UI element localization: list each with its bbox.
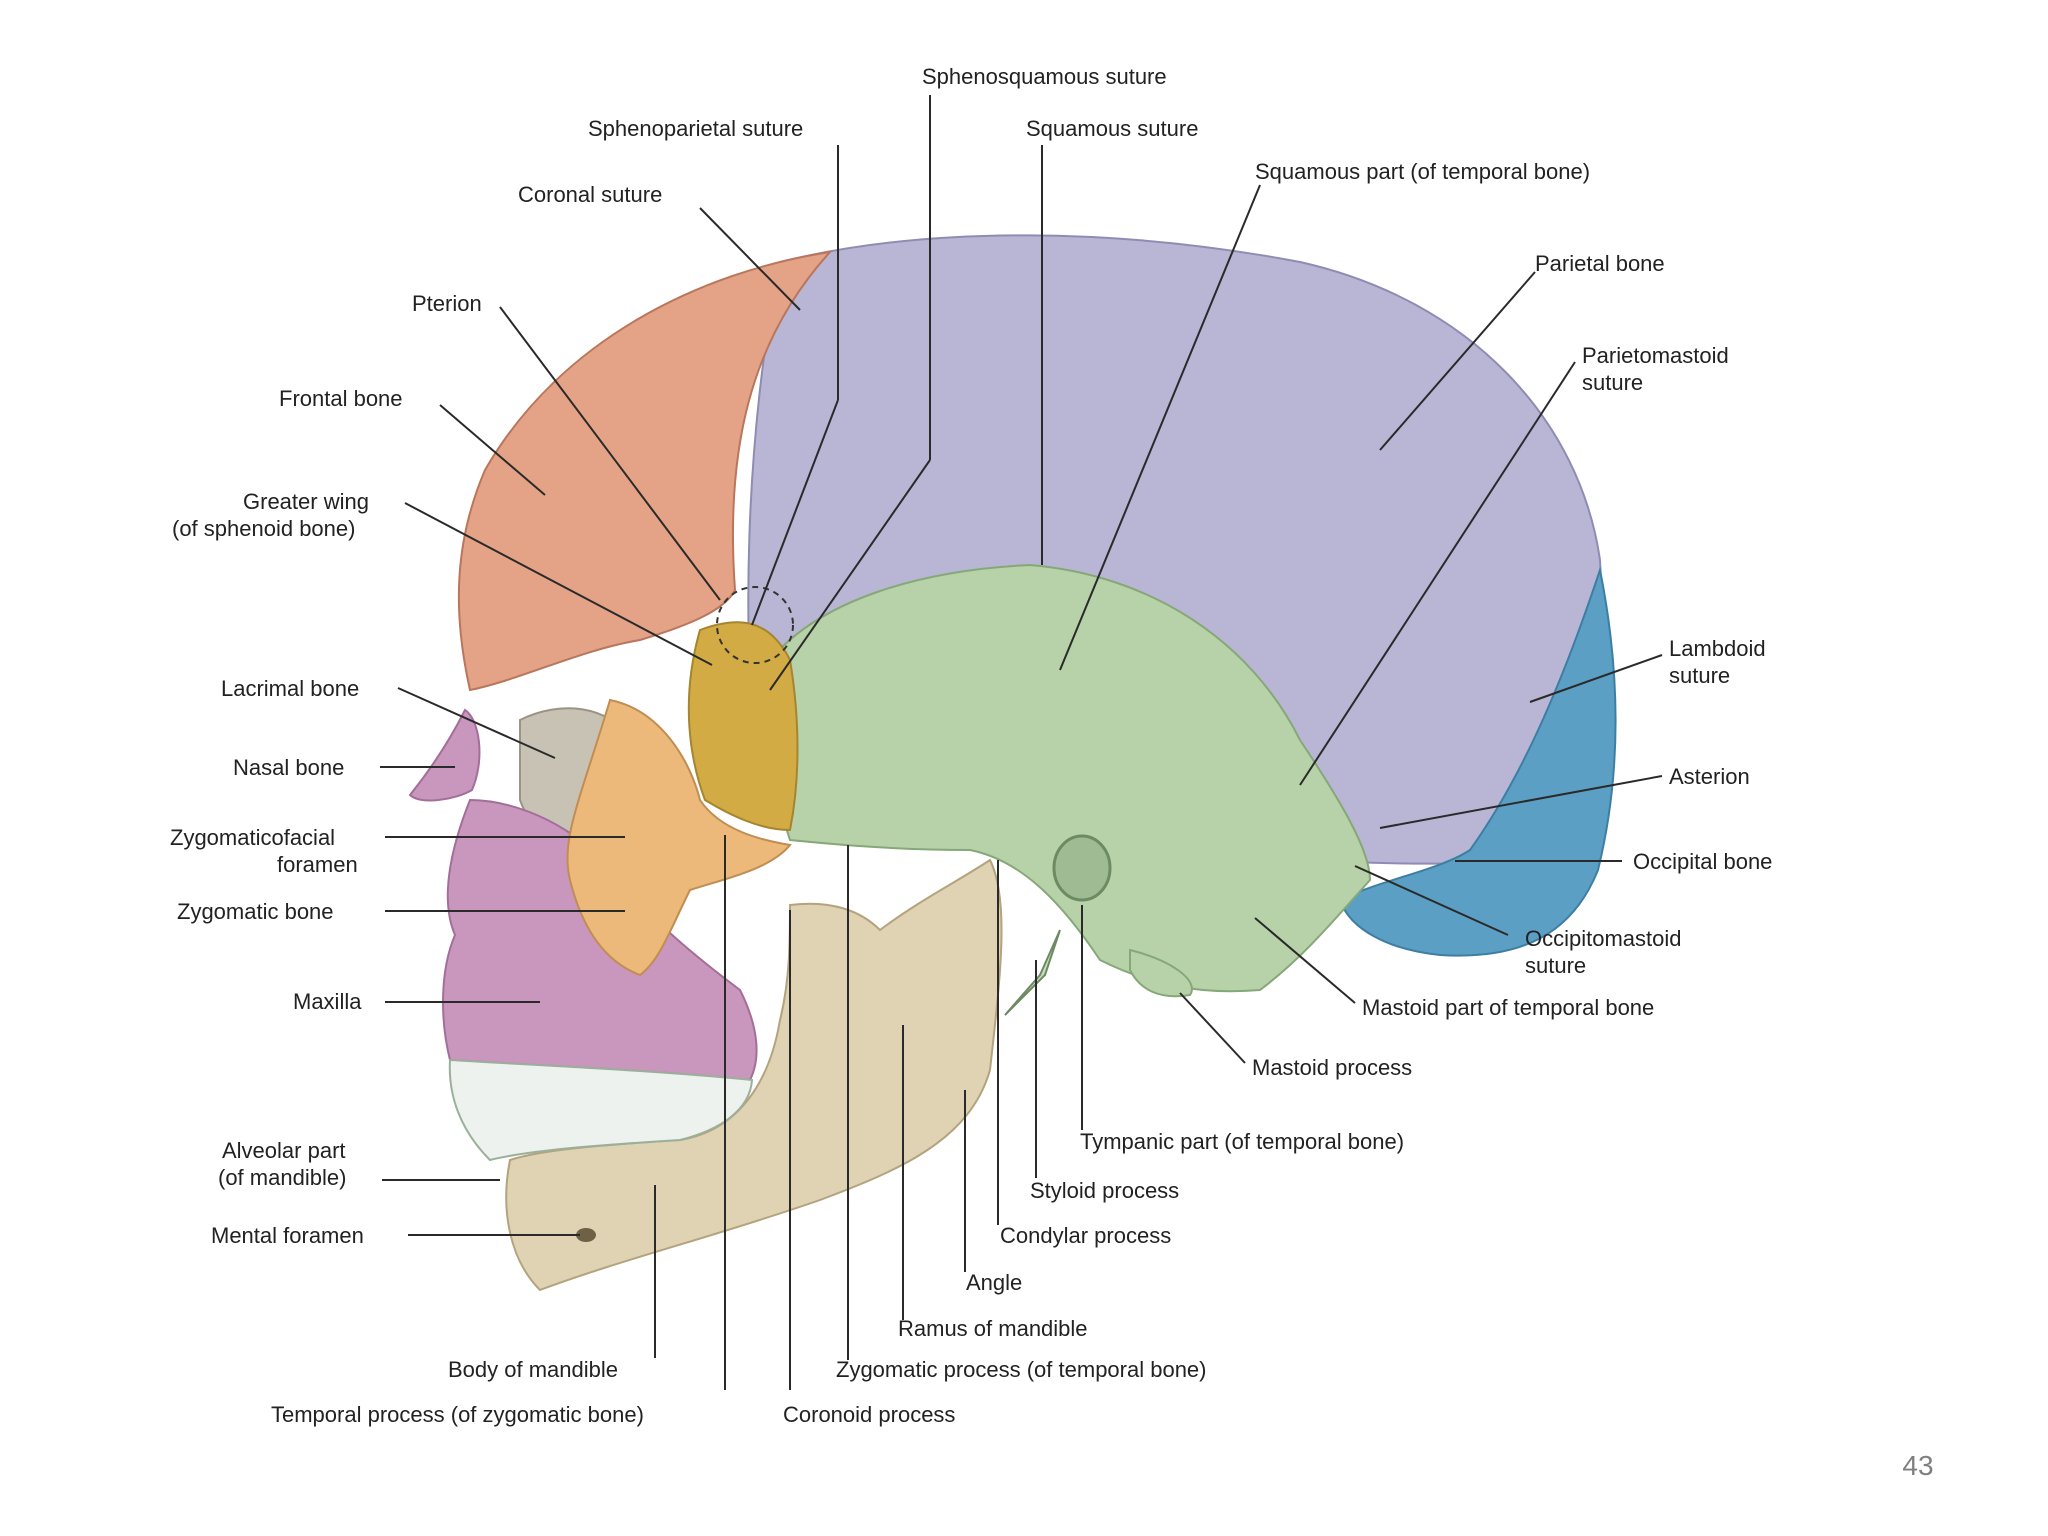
label-lacrimal-bone: Lacrimal bone xyxy=(221,676,359,701)
leader-pterion xyxy=(499,306,721,601)
leader-sphenoparietal-2 xyxy=(751,399,839,626)
leader-greater-wing xyxy=(404,502,713,666)
label-squamous-part-temporal: Squamous part (of temporal bone) xyxy=(1255,159,1590,184)
teeth-region xyxy=(448,1058,754,1162)
label-styloid-process: Styloid process xyxy=(1030,1178,1179,1203)
label-occipital-bone: Occipital bone xyxy=(1633,849,1772,874)
leader-parietomastoid xyxy=(1299,361,1576,786)
label-lambdoid-suture-line2: suture xyxy=(1669,663,1730,688)
label-mastoid-process: Mastoid process xyxy=(1252,1055,1412,1080)
label-greater-wing-line2: (of sphenoid bone) xyxy=(172,516,355,541)
leader-lambdoid xyxy=(1529,654,1663,703)
label-maxilla: Maxilla xyxy=(293,989,362,1014)
label-occipitomastoid-line2: suture xyxy=(1525,953,1586,978)
label-angle: Angle xyxy=(966,1270,1022,1295)
label-zygomatic-process: Zygomatic process (of temporal bone) xyxy=(836,1357,1207,1382)
leader-frontal xyxy=(439,404,546,496)
label-pterion: Pterion xyxy=(412,291,482,316)
label-zygomaticofacial-line2: foramen xyxy=(277,852,358,877)
label-parietomastoid-suture-line1: Parietomastoid xyxy=(1582,343,1729,368)
slide-page-number: 43 xyxy=(1902,1450,1934,1481)
label-coronal-suture: Coronal suture xyxy=(518,182,662,207)
label-ramus-of-mandible: Ramus of mandible xyxy=(898,1316,1088,1341)
label-condylar-process: Condylar process xyxy=(1000,1223,1171,1248)
leader-parietal xyxy=(1379,271,1536,451)
label-body-of-mandible: Body of mandible xyxy=(448,1357,618,1382)
leader-coronal xyxy=(699,207,801,311)
label-frontal-bone: Frontal bone xyxy=(279,386,403,411)
label-mastoid-part: Mastoid part of temporal bone xyxy=(1362,995,1654,1020)
label-lambdoid-suture-line1: Lambdoid xyxy=(1669,636,1766,661)
nasal-bone-region xyxy=(408,708,481,802)
label-coronoid-process: Coronoid process xyxy=(783,1402,955,1427)
label-occipitomastoid-line1: Occipitomastoid xyxy=(1525,926,1682,951)
label-sphenosquamous-suture: Sphenosquamous suture xyxy=(922,64,1167,89)
leader-asterion xyxy=(1379,775,1663,829)
label-mental-foramen: Mental foramen xyxy=(211,1223,364,1248)
label-parietal-bone: Parietal bone xyxy=(1535,251,1665,276)
external-acoustic-meatus xyxy=(1052,834,1112,902)
label-tympanic-part: Tympanic part (of temporal bone) xyxy=(1080,1129,1404,1154)
leader-mastoid-part xyxy=(1254,917,1356,1004)
label-alveolar-part-line1: Alveolar part xyxy=(222,1138,346,1163)
labels: Sphenosquamous suture Sphenoparietal sut… xyxy=(170,64,1772,1427)
styloid-process-shape xyxy=(1004,929,1061,1016)
occipital-bone-region xyxy=(1338,566,1617,957)
label-sphenoparietal-suture: Sphenoparietal suture xyxy=(588,116,803,141)
label-asterion: Asterion xyxy=(1669,764,1750,789)
pterion-circle xyxy=(716,586,794,664)
label-nasal-bone: Nasal bone xyxy=(233,755,344,780)
label-zygomatic-bone: Zygomatic bone xyxy=(177,899,334,924)
temporal-bone-region xyxy=(765,563,1372,993)
leader-mastoid-process xyxy=(1179,992,1246,1064)
label-temporal-process: Temporal process (of zygomatic bone) xyxy=(271,1402,644,1427)
leader-sphenosquamous-2 xyxy=(769,459,931,691)
sphenoid-greater-wing-region xyxy=(687,621,799,832)
leader-squamous-part xyxy=(1059,184,1261,671)
label-squamous-suture: Squamous suture xyxy=(1026,116,1198,141)
label-alveolar-part-line2: (of mandible) xyxy=(218,1165,346,1190)
label-greater-wing-line1: Greater wing xyxy=(243,489,369,514)
leader-occipitomastoid xyxy=(1354,865,1509,936)
label-parietomastoid-suture-line2: suture xyxy=(1582,370,1643,395)
skull-illustration xyxy=(408,234,1617,1292)
leader-lacrimal xyxy=(397,687,556,759)
label-zygomaticofacial-line1: Zygomaticofacial xyxy=(170,825,335,850)
leader-lines xyxy=(380,95,1663,1390)
zygomatic-bone-region xyxy=(566,698,792,977)
mental-foramen-shape xyxy=(576,1228,596,1242)
mastoid-process-region xyxy=(1129,948,1193,998)
